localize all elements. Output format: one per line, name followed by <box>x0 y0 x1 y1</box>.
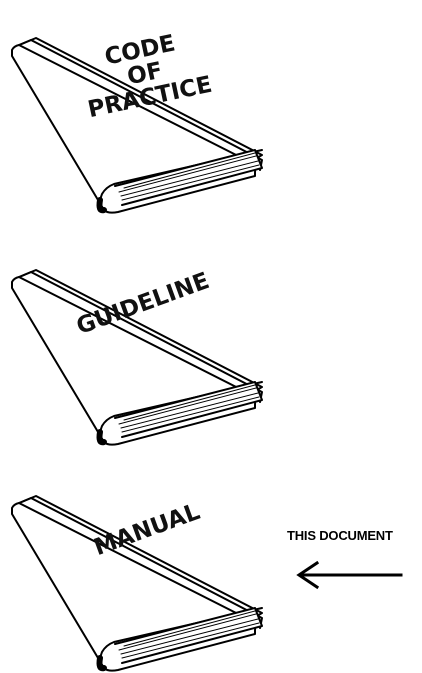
left-arrow-icon <box>293 560 405 590</box>
book-illustration <box>0 458 290 673</box>
book-illustration <box>0 232 290 447</box>
book-manual: MANUAL <box>0 458 290 673</box>
this-document-label: THIS DOCUMENT <box>287 528 393 543</box>
book-guideline: GUIDELINE <box>0 232 290 447</box>
book-code-of-practice: CODE OF PRACTICE <box>0 0 290 215</box>
